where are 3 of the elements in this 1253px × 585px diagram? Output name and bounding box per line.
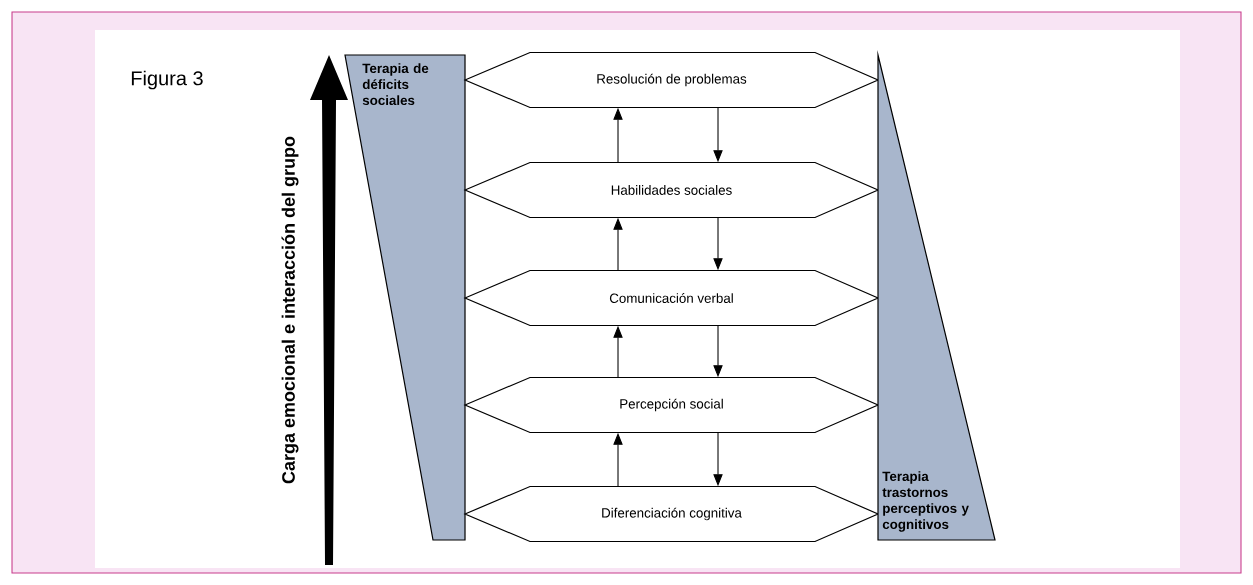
axis-label: Carga emocional e interacción del grupo xyxy=(281,136,299,484)
therapy-wedge: Terapia de déficits sociales xyxy=(344,54,466,541)
figure-label: Figura 3 xyxy=(131,70,203,90)
